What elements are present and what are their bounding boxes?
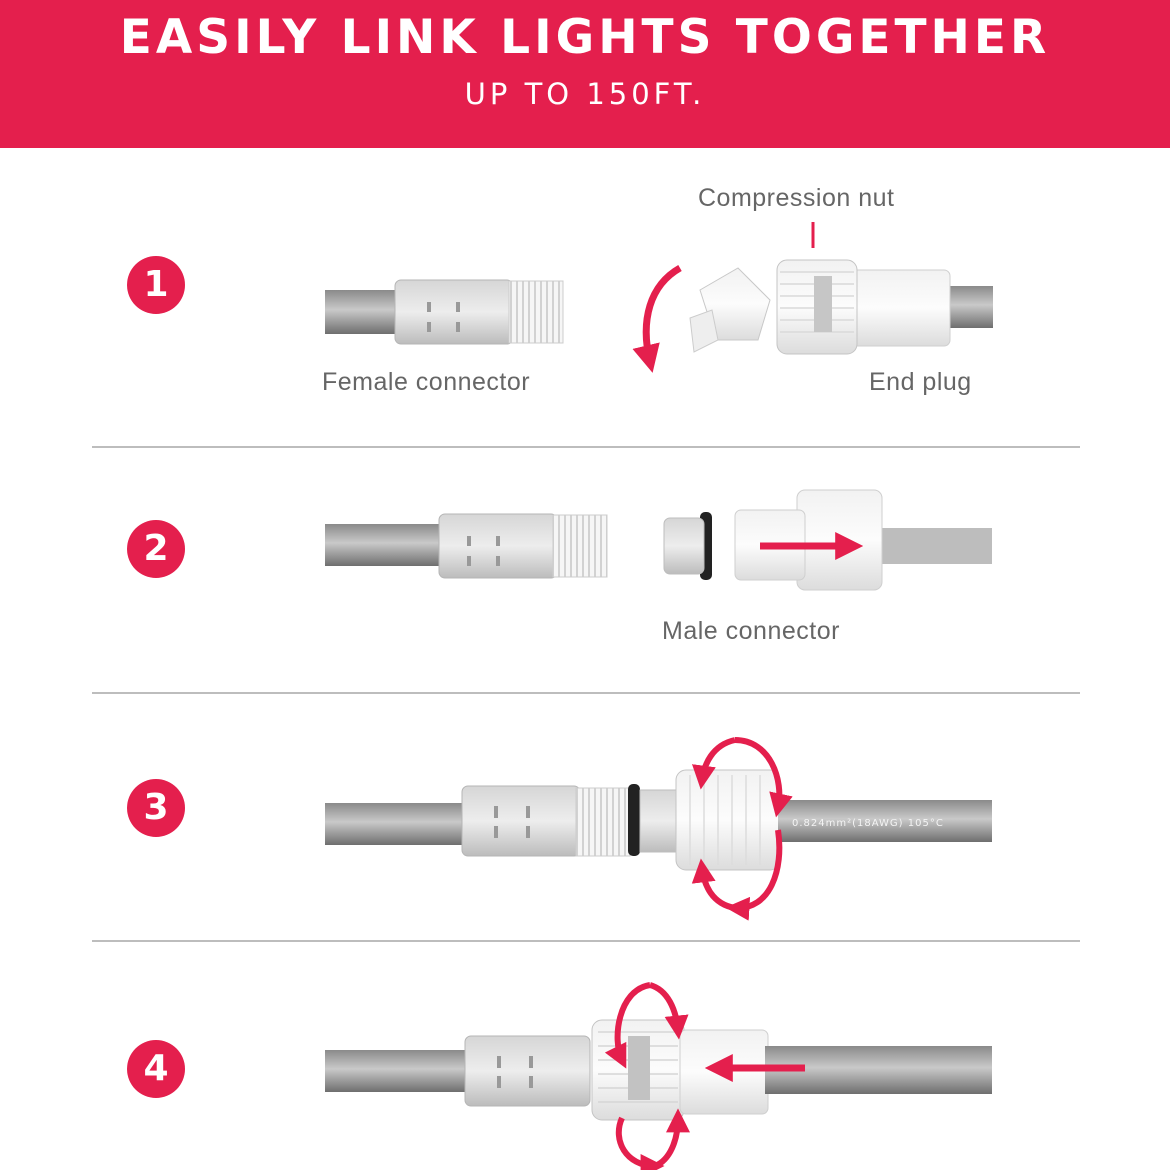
label-end-plug: End plug (869, 368, 972, 396)
step-3-badge: 3 (127, 779, 185, 837)
step-3-wire-print: 0.824mm²(18AWG) 105°C (792, 818, 944, 829)
step-4-rotate-arrow-bottom-right (653, 1108, 690, 1169)
divider-1 (92, 446, 1080, 448)
step-3-rotate-arrow-bottom (725, 829, 783, 921)
step-1-female-connector (325, 279, 564, 345)
header-banner: EASILY LINK LIGHTS TOGETHER UP TO 150FT. (0, 0, 1170, 148)
banner-subtitle: UP TO 150FT. (464, 77, 706, 111)
step-2-badge: 2 (127, 520, 185, 578)
step-4-badge: 4 (127, 1040, 185, 1098)
step-3-rotate-arrow-top-left (692, 737, 736, 790)
step-2-female-connector (325, 513, 608, 579)
step-1-end-plug (689, 259, 993, 355)
label-female-connector: Female connector (322, 368, 531, 396)
step-4-rotate-arrow-top-right (648, 982, 689, 1040)
step-1-badge: 1 (127, 256, 185, 314)
step-3-rotate-arrow-top (734, 737, 793, 818)
divider-2 (92, 692, 1080, 694)
label-compression-nut: Compression nut (698, 184, 895, 212)
step-4-rotate-arrow-top (604, 982, 651, 1069)
step-4-assembly (325, 1019, 992, 1121)
step-1-rotate-arrow (632, 264, 682, 373)
step-2-male-connector (663, 489, 992, 591)
step-3-rotate-arrow-bottom-left (691, 858, 736, 911)
step-4-rotate-arrow-bottom (615, 1116, 665, 1170)
step-3-assembly (325, 769, 992, 871)
divider-3 (92, 940, 1080, 942)
banner-title: EASILY LINK LIGHTS TOGETHER (119, 10, 1051, 65)
label-male-connector: Male connector (662, 617, 840, 645)
